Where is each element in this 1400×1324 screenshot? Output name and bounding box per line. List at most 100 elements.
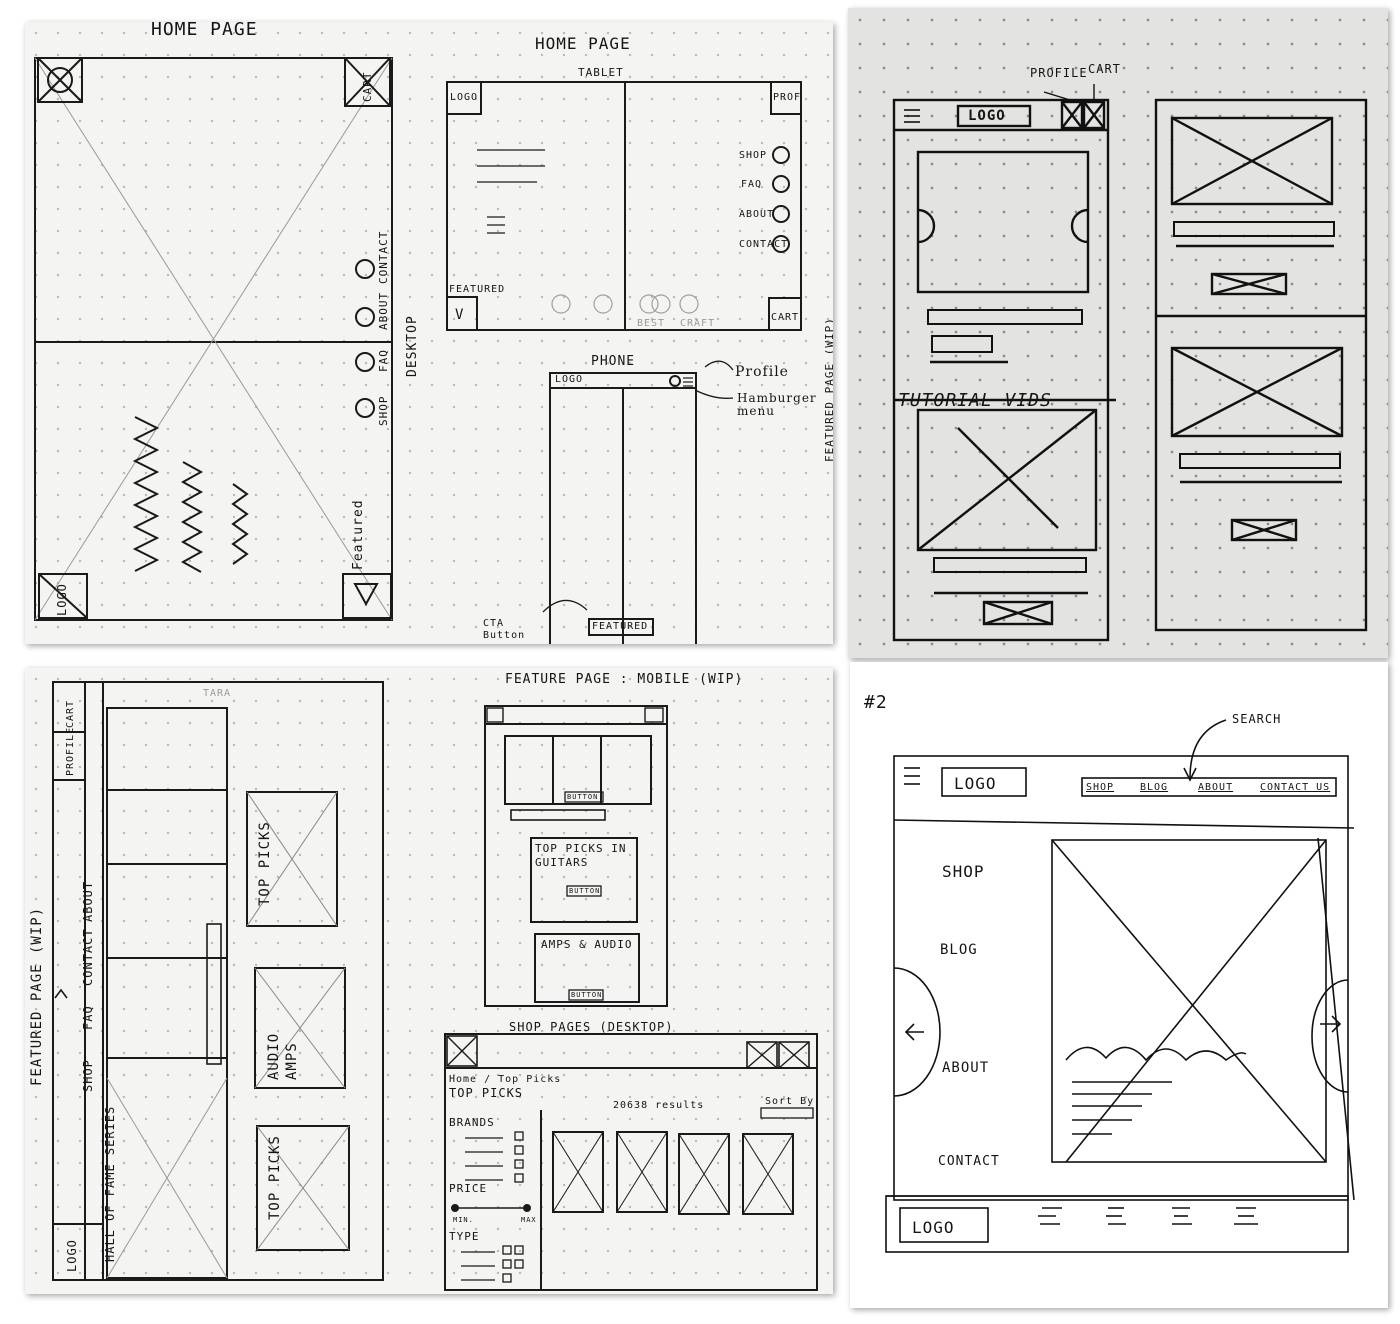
tutorial-video	[916, 408, 1098, 552]
sketch-photo-mobile-featured: PROFILE CART LOGO TUTORIAL VIDS	[848, 8, 1388, 658]
cart-icon	[1082, 100, 1106, 130]
text-squiggle-1	[132, 416, 160, 572]
tablet-nav-faq: FAQ	[741, 179, 763, 190]
featured-nav-faq: FAQ	[81, 1005, 95, 1030]
header-nav-blog: BLOG	[1140, 782, 1169, 793]
label-cart: CART	[1088, 62, 1121, 76]
phone-profile-note: Profile	[735, 364, 789, 380]
mobile-top-picks-card	[530, 837, 638, 923]
hatched-title-bar	[927, 309, 1083, 325]
sort-select	[760, 1107, 814, 1119]
header-logo-box	[941, 767, 1027, 797]
desktop-nav-faq: FAQ	[377, 349, 390, 372]
arrow-right-icon	[1320, 1015, 1342, 1033]
sketch-photo-home-pages: HOME PAGE CART LOGO Featured SHOP FAQ AB…	[25, 22, 833, 644]
side-nav-shop: SHOP	[942, 862, 985, 881]
right-card-image-1	[1170, 116, 1334, 206]
mobile-button-3	[568, 989, 604, 1001]
price-max-label: MAX	[521, 1216, 537, 1224]
desktop-cart-icon	[344, 57, 391, 107]
hero-wave-line	[1065, 1046, 1247, 1062]
tablet-prof-label: PROF	[773, 92, 802, 103]
header-nav-box	[1081, 777, 1337, 797]
mobile-amps-card	[534, 933, 640, 1003]
profile-icon	[1060, 100, 1084, 130]
filter-price-label: PRICE	[449, 1182, 488, 1195]
tablet-cart-label: CART	[771, 312, 800, 323]
scroll-handle	[206, 923, 222, 1065]
logo-box	[956, 104, 1032, 128]
mobile-amps-label: AMPS & AUDIO	[541, 938, 633, 951]
mobile-feature-frame	[484, 705, 668, 1007]
featured-desktop-frame	[52, 681, 384, 1281]
tablet-home-title: HOME PAGE	[535, 34, 631, 53]
header-nav-about: ABOUT	[1198, 782, 1234, 793]
top-picks-label-2: TOP PICKS	[267, 1135, 283, 1220]
mobile-carousel	[504, 735, 652, 805]
phone-featured-button	[588, 618, 654, 636]
desktop-nav-shop: SHOP	[377, 395, 390, 427]
top-picks-label-1: TOP PICKS	[257, 821, 273, 906]
side-nav-contact: CONTACT	[938, 1154, 1000, 1169]
mobile-button-label-2: BUTTON	[569, 887, 601, 895]
featured-triangle-icon	[353, 583, 379, 607]
phone-featured-label: FEATURED	[592, 621, 649, 632]
arrow-left-icon	[904, 1023, 924, 1041]
tablet-bottom-craft: CRAFT	[680, 318, 716, 329]
phone-frame	[549, 372, 697, 644]
tablet-faq-icon	[772, 175, 790, 193]
featured-shop-drawing	[52, 681, 818, 1291]
tablet-logo-label: LOGO	[450, 92, 479, 103]
tablet-bottom-best: BEST	[637, 318, 666, 329]
mobile-button-1	[564, 791, 604, 803]
side-nav-about: ABOUT	[942, 1060, 990, 1076]
featured-nav-about: ABOUT	[81, 880, 95, 922]
side-nav-blog: BLOG	[940, 942, 978, 958]
carousel-next-handle	[1311, 979, 1349, 1093]
featured-page-caption: FEATURED PAGE (WIP)	[29, 906, 45, 1086]
shop-results-count: 20638 results	[613, 1100, 705, 1111]
label-profile: PROFILE	[1030, 66, 1088, 80]
tablet-nav-contact: CONTACT	[739, 239, 789, 250]
tablet-device-label: TABLET	[578, 66, 624, 79]
text-squiggle-2	[180, 461, 204, 573]
type-filter-list	[461, 1245, 524, 1283]
audio-amps-card	[254, 967, 346, 1089]
desktop-cart-label: CART	[361, 71, 374, 103]
desktop-logo-label: LOGO	[55, 583, 69, 616]
footer-logo-box	[899, 1207, 989, 1243]
phone-profile-icon	[669, 375, 681, 387]
featured-cart-label: CART	[65, 699, 76, 728]
phone-right-frame	[1154, 98, 1368, 632]
shop-desktop-frame	[444, 1033, 818, 1291]
carousel-prev-handle	[893, 967, 941, 1097]
sketch-number: #2	[864, 692, 888, 713]
collapse-chevron-icon	[54, 988, 68, 999]
footer-frame	[885, 1195, 1349, 1253]
desktop-featured-label: Featured	[351, 499, 366, 570]
featured-nav-contact: CONTACT	[81, 928, 95, 986]
hero-image-placeholder	[1051, 839, 1327, 1163]
phone-title: PHONE	[591, 354, 636, 369]
top-picks-card-2	[256, 1125, 350, 1251]
featured-profile-label: PROFILE	[65, 726, 76, 776]
sketch-desktop-home-2: #2 SEARCH LOGO SHOP BLOG ABOUT CONTACT U…	[850, 662, 1388, 1308]
side-caption-featured: FEATURED PAGE (WIP)	[823, 317, 833, 462]
footer-logo-label: LOGO	[912, 1218, 955, 1237]
desktop-menu-icon	[37, 57, 83, 103]
right-card-button-2	[1230, 518, 1298, 542]
profile-annotation-arrow	[704, 360, 734, 371]
hall-of-fame-label: HALL OF FAME SERIES	[103, 1105, 117, 1262]
mobile-button-label-3: BUTTON	[571, 991, 603, 999]
phone-hamburger-note: Hamburger menu	[737, 391, 817, 418]
desktop-frame	[34, 57, 393, 621]
desktop-nav-about: ABOUT	[377, 291, 390, 330]
phone-cta-note: CTA Button	[483, 618, 526, 641]
carousel-prev-arrow	[917, 208, 936, 244]
hall-of-fame-column	[106, 707, 228, 1279]
logo-label: LOGO	[968, 108, 1006, 124]
phone-logo-label: LOGO	[555, 374, 584, 385]
desktop-featured-box	[342, 573, 392, 619]
text-squiggle-3	[231, 483, 249, 565]
cta-button-placeholder	[982, 600, 1054, 626]
